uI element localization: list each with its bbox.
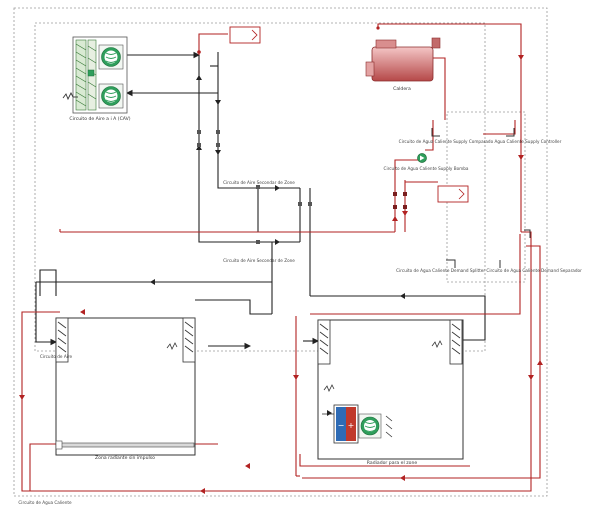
diffuser-icon bbox=[55, 317, 196, 363]
boiler-icon bbox=[365, 37, 441, 82]
zone-left[interactable]: Zona radiante sin impulso bbox=[55, 317, 196, 461]
air-loop-lines bbox=[35, 51, 486, 350]
fan-icon bbox=[358, 413, 382, 439]
hw-arrows bbox=[19, 26, 543, 494]
pump-icon bbox=[417, 153, 427, 163]
boiler[interactable]: Caldera bbox=[365, 37, 441, 92]
fan-icon bbox=[98, 44, 124, 70]
hw-nodes bbox=[393, 192, 407, 209]
air-loop-label: Circuito de Aire a i A (CAV) bbox=[69, 116, 130, 122]
air-loop-boundary bbox=[34, 22, 486, 352]
supply-sensor[interactable] bbox=[229, 26, 261, 44]
hw-pump[interactable] bbox=[417, 153, 427, 163]
thermostat-icon bbox=[62, 91, 78, 101]
svg-text:−: − bbox=[338, 421, 345, 430]
air-supply-zone-label: Circuito de Aire Secondar de Zone bbox=[223, 180, 295, 185]
boiler-label: Caldera bbox=[393, 86, 411, 92]
sensor-icon bbox=[251, 29, 258, 41]
fan-icon bbox=[98, 83, 124, 109]
hw-sensor[interactable] bbox=[437, 185, 469, 203]
diffuser-icon bbox=[317, 319, 463, 365]
air-loop-outlet-label: Circuito de Aire bbox=[40, 354, 73, 359]
air-handling-unit[interactable]: Circuito de Aire a i A (CAV) bbox=[69, 36, 131, 122]
zone-right-label: Radiador para el zone bbox=[367, 460, 418, 466]
hw-loop-boundary bbox=[13, 7, 548, 497]
svg-text:+: + bbox=[348, 421, 355, 430]
hw-demand-label: Circuito de Agua Caliente Demand Splitte… bbox=[396, 268, 582, 273]
coil-icon: − + bbox=[333, 404, 359, 444]
air-nodes bbox=[197, 130, 312, 244]
zone-left-label: Zona radiante sin impulso bbox=[95, 455, 155, 461]
loop-boundaries bbox=[13, 7, 548, 497]
hw-loop-name-label: Circuito de Agua Caliente bbox=[18, 500, 72, 505]
thermostat-icon bbox=[166, 342, 178, 350]
splitters-mixers bbox=[431, 128, 531, 268]
diagram-labels: Circuito de Agua Caliente Supply Compara… bbox=[18, 139, 582, 505]
zone-right[interactable]: − + Radiador para el zone bbox=[317, 319, 464, 466]
thermostat-icon bbox=[323, 340, 443, 392]
sensor-icon bbox=[458, 188, 465, 200]
hw-supply-sensor-label: Circuito de Agua Caliente Supply Compara… bbox=[399, 139, 562, 144]
air-flow-arrows bbox=[150, 75, 405, 299]
hw-supply-pump-label: Circuito de Agua Caliente Supply Bomba bbox=[384, 166, 469, 171]
coil-icon bbox=[75, 39, 87, 111]
air-return-zone-label: Circuito de Aire Secondar de Zone bbox=[223, 258, 295, 263]
